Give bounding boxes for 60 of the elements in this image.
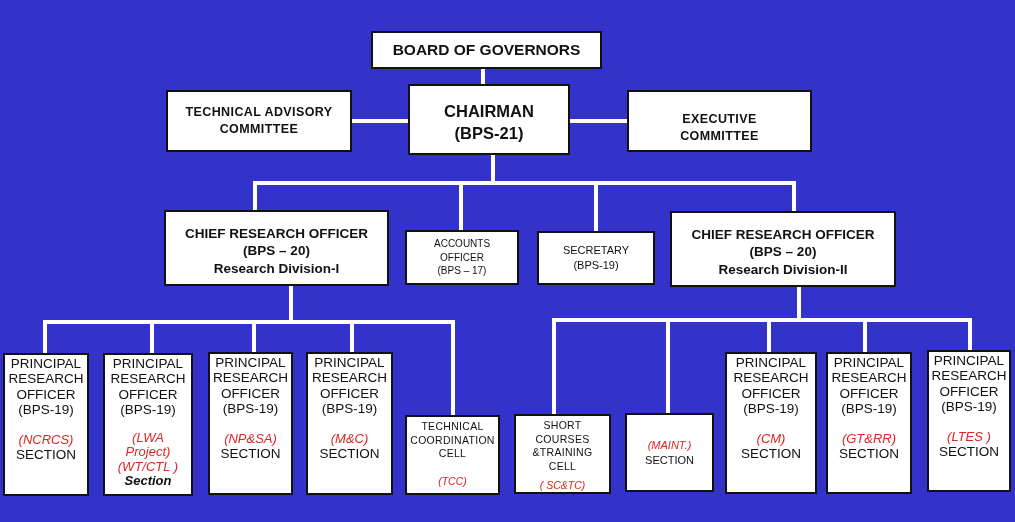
- position-title: PRINCIPAL RESEARCH OFFICER (BPS-19): [311, 355, 388, 417]
- cell-title: TECHNICAL COORDINATION CELL: [409, 420, 496, 461]
- org-box: [625, 413, 714, 492]
- committee-title: EXECUTIVE COMMITTEE: [679, 111, 760, 145]
- org-box: [405, 415, 500, 495]
- division-label: Research Division-I: [213, 259, 340, 277]
- connector-line: [570, 119, 627, 123]
- division-label: Research Division-II: [718, 260, 848, 278]
- position-title: SECRETARY (BPS-19): [561, 243, 631, 273]
- org-box: [725, 352, 817, 494]
- org-box: [166, 90, 352, 152]
- board-title: BOARD OF GOVERNORS: [392, 40, 581, 60]
- org-box: [670, 211, 896, 287]
- section-code: (GT&RR): [841, 431, 897, 447]
- section-code: (MAINT.): [647, 438, 692, 453]
- org-box: [405, 230, 519, 285]
- org-box: [164, 210, 389, 286]
- section-code: ( SC&TC): [539, 478, 586, 493]
- section-code: (NP&SA): [224, 431, 277, 447]
- section-label: SECTION: [645, 452, 694, 467]
- committee-title: TECHNICAL ADVISORY COMMITTEE: [184, 104, 334, 138]
- connector-line: [481, 69, 485, 84]
- position-title: PRINCIPAL RESEARCH OFFICER (BPS-19): [7, 356, 85, 418]
- position-title: PRINCIPAL RESEARCH OFFICER (BPS-19): [732, 355, 810, 417]
- section-label: SECTION: [319, 446, 380, 462]
- section-code: (CM): [756, 431, 786, 447]
- position-title: PRINCIPAL RESEARCH OFFICER (BPS-19): [212, 355, 289, 417]
- position-title: PRINCIPAL RESEARCH OFFICER (BPS-19): [109, 356, 187, 418]
- position-title: CHIEF RESEARCH OFFICER (BPS – 20): [184, 225, 369, 260]
- connector-line: [797, 287, 972, 350]
- org-box: [208, 352, 293, 495]
- section-code: (LWA Project) (WT/CTL ): [116, 430, 180, 475]
- position-title: PRINCIPAL RESEARCH OFFICER (BPS-19): [830, 355, 908, 417]
- org-box: [408, 84, 570, 155]
- section-label: SECTION: [839, 446, 899, 462]
- section-code: (NCRCS): [18, 432, 74, 448]
- cell-title: SHORT COURSES &TRAINING CELL: [531, 419, 594, 474]
- position-title: PRINCIPAL RESEARCH OFFICER (BPS-19): [930, 353, 1008, 415]
- org-box: [103, 353, 193, 496]
- section-label: SECTION: [939, 444, 999, 460]
- org-box: [3, 353, 89, 496]
- org-box: [627, 90, 812, 152]
- position-title: CHIEF RESEARCH OFFICER (BPS – 20): [690, 226, 876, 261]
- org-box: [826, 352, 912, 494]
- org-box: [371, 31, 602, 69]
- section-code: (TCC): [438, 474, 467, 489]
- org-box: [537, 231, 655, 285]
- org-box: [306, 352, 393, 495]
- section-label: Section: [124, 474, 172, 489]
- section-code: (LTES ): [947, 429, 991, 445]
- section-label: SECTION: [220, 446, 281, 462]
- position-title: CHAIRMAN (BPS-21): [443, 101, 535, 144]
- connector-line: [352, 119, 408, 123]
- org-box: [927, 350, 1011, 492]
- section-code: (M&C): [330, 431, 369, 447]
- org-box: [514, 414, 611, 494]
- connector-line: [491, 155, 796, 211]
- position-title: ACCOUNTS OFFICER (BPS – 17): [434, 237, 490, 278]
- section-label: SECTION: [16, 447, 76, 463]
- section-label: SECTION: [741, 446, 801, 462]
